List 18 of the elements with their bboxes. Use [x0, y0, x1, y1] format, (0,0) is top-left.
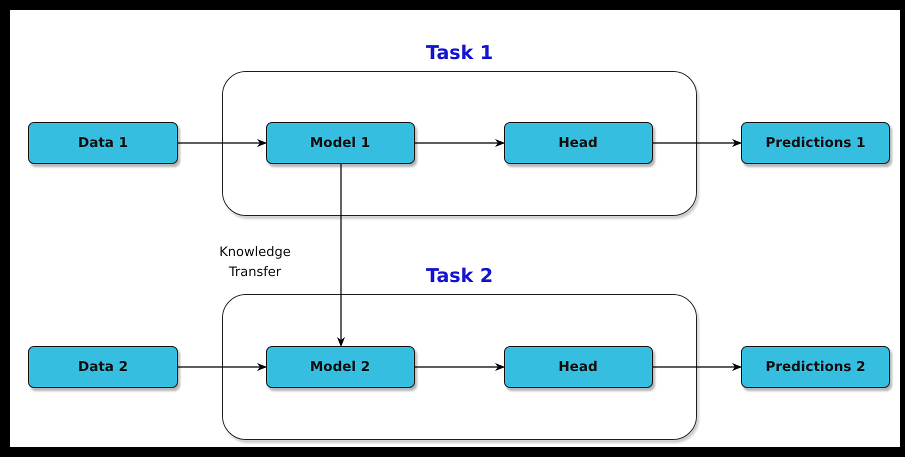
process-box: Head [504, 346, 652, 388]
process-box: Predictions 2 [741, 346, 890, 388]
arrow [653, 363, 742, 371]
process-box: Data 1 [28, 122, 178, 164]
edge-label: Knowledge Transfer [218, 244, 292, 282]
process-box: Data 2 [28, 346, 178, 388]
process-box: Model 2 [266, 346, 414, 388]
arrow [415, 363, 505, 371]
group-title: Task 2 [426, 265, 494, 287]
process-box: Predictions 1 [741, 122, 890, 164]
process-box: Head [504, 122, 652, 164]
arrow [337, 164, 345, 347]
arrow [653, 139, 742, 147]
arrow [178, 139, 267, 147]
arrow [415, 139, 505, 147]
arrow [178, 363, 267, 371]
process-box: Model 1 [266, 122, 414, 164]
group-title: Task 1 [426, 42, 494, 64]
